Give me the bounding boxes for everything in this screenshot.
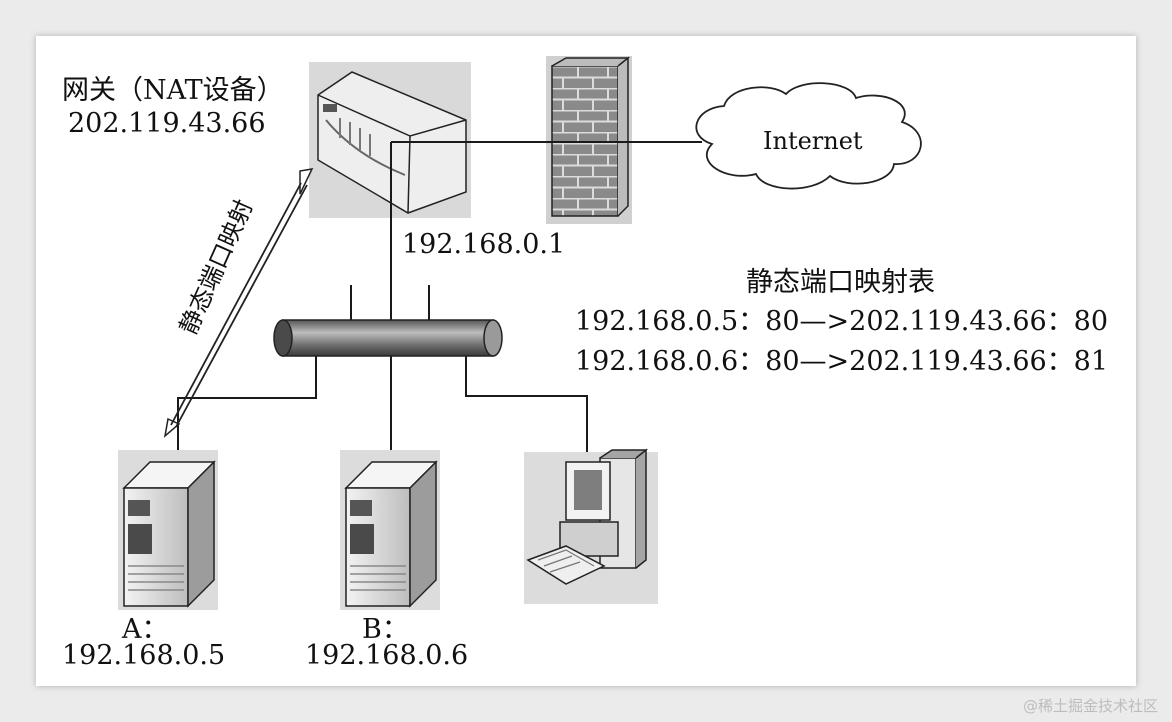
network-bus-icon (273, 319, 503, 357)
host-b-ip: 192.168.0.6 (305, 640, 469, 671)
firewall-icon (546, 56, 632, 224)
host-a-ip: 192.168.0.5 (62, 640, 226, 671)
gateway-lan-ip: 192.168.0.1 (402, 229, 566, 260)
mapping-table-row: 192.168.0.5：80—>202.119.43.66：80 (575, 306, 1109, 337)
server-b-icon (340, 450, 440, 610)
gateway-public-ip: 202.119.43.66 (68, 108, 266, 139)
watermark: @稀土掘金技术社区 (1022, 697, 1158, 715)
workstation-icon (524, 448, 658, 604)
mapping-double-arrow-icon (163, 168, 314, 438)
mapping-table-row: 192.168.0.6：80—>202.119.43.66：81 (575, 346, 1109, 377)
host-b-name: B： (362, 614, 409, 645)
internet-label: Internet (763, 127, 863, 155)
host-a-name: A： (122, 614, 169, 645)
bus-to-workstation-line (465, 356, 588, 470)
gateway-title: 网关（NAT设备） (62, 75, 284, 106)
bus-to-host-a-line (177, 356, 317, 478)
mapping-table-title: 静态端口映射表 (746, 267, 935, 298)
server-a-icon (118, 450, 218, 610)
connection-lines (177, 141, 702, 492)
internet-cloud-icon (695, 82, 922, 190)
